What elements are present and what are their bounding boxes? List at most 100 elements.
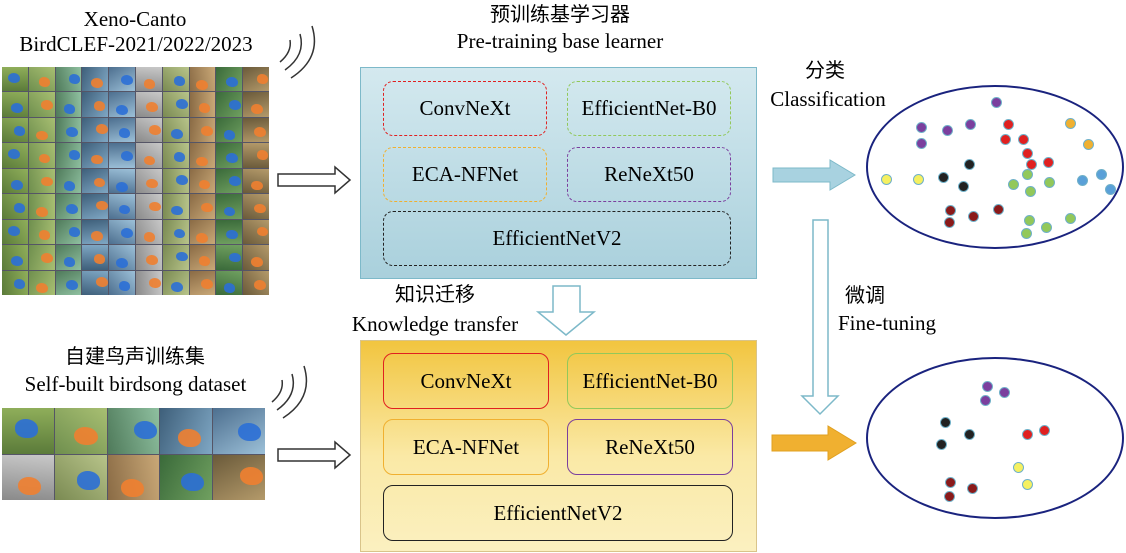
top-bird-thumbnail [135, 67, 162, 92]
cluster-point [945, 205, 956, 216]
classification-label-en: Classification [770, 87, 886, 111]
top-bird-thumbnail [243, 219, 269, 245]
top-bird-thumbnail [189, 143, 216, 168]
bird-image-grid-top [2, 67, 269, 295]
model-efficientnet-b0-pretrain: EfficientNet-B0 [567, 81, 731, 136]
top-bird-thumbnail [216, 245, 243, 270]
top-bird-thumbnail [216, 117, 243, 143]
transfer-label-zh: 知识迁移 [395, 282, 475, 306]
bottom-bird-thumbnail [107, 454, 160, 500]
top-bird-thumbnail [243, 168, 269, 194]
top-bird-thumbnail [82, 67, 109, 92]
top-bird-thumbnail [82, 143, 109, 168]
cluster-point [982, 381, 993, 392]
top-bird-thumbnail [109, 168, 135, 194]
pretrain-title-zh: 预训练基学习器 [490, 2, 630, 26]
cluster-point [1043, 157, 1054, 168]
top-bird-thumbnail [162, 143, 189, 168]
model-eca-nfnet-pretrain: ECA-NFNet [383, 147, 547, 202]
cluster-point [936, 439, 947, 450]
top-bird-thumbnail [135, 92, 162, 117]
cluster-point [1105, 184, 1116, 195]
top-bird-thumbnail [189, 168, 216, 194]
top-bird-thumbnail [109, 92, 135, 117]
top-bird-thumbnail [189, 67, 216, 92]
top-bird-thumbnail [55, 270, 82, 295]
top-bird-thumbnail [109, 67, 135, 92]
cluster-point [993, 204, 1004, 215]
top-bird-thumbnail [109, 117, 135, 143]
cluster-point [1008, 179, 1019, 190]
top-bird-thumbnail [55, 194, 82, 219]
finetune-label-zh: 微调 [845, 283, 885, 307]
top-bird-thumbnail [189, 219, 216, 245]
source-top-line2: BirdCLEF-2021/2022/2023 [19, 32, 253, 56]
cluster-point [1044, 177, 1055, 188]
sound-wave-icon-top [279, 25, 316, 79]
top-bird-thumbnail [189, 117, 216, 143]
top-bird-thumbnail [162, 219, 189, 245]
finetune-output-arrow [771, 425, 857, 461]
bottom-bird-thumbnail [160, 454, 213, 500]
classification-label-zh: 分类 [805, 58, 845, 82]
model-efficientnetv2-pretrain: EfficientNetV2 [383, 211, 731, 266]
input-arrow-top [277, 165, 352, 195]
cluster-point [1041, 222, 1052, 233]
cluster-point [1022, 169, 1033, 180]
top-bird-thumbnail [2, 194, 28, 219]
pretrain-title-en: Pre-training base learner [456, 29, 664, 53]
bottom-bird-thumbnail [213, 408, 265, 454]
cluster-point [1077, 175, 1088, 186]
classification-arrow [772, 159, 856, 191]
cluster-point [999, 387, 1010, 398]
cluster-point [1024, 215, 1035, 226]
bottom-bird-thumbnail [2, 454, 54, 500]
top-bird-thumbnail [135, 143, 162, 168]
cluster-point [1021, 228, 1032, 239]
transfer-label-en: Knowledge transfer [351, 312, 519, 336]
model-renext50-pretrain: ReNeXt50 [567, 147, 731, 202]
pretrain-panel: ConvNeXt EfficientNet-B0 ECA-NFNet ReNeX… [360, 67, 757, 279]
top-bird-thumbnail [2, 92, 28, 117]
fine-tuning-arrow [800, 219, 840, 416]
top-bird-thumbnail [28, 194, 55, 219]
top-bird-thumbnail [243, 245, 269, 270]
top-bird-thumbnail [135, 219, 162, 245]
cluster-point [1065, 118, 1076, 129]
top-bird-thumbnail [162, 168, 189, 194]
top-bird-thumbnail [28, 219, 55, 245]
model-efficientnet-b0-finetune: EfficientNet-B0 [567, 353, 733, 409]
cluster-point [991, 97, 1002, 108]
cluster-point [1018, 134, 1029, 145]
top-bird-thumbnail [82, 92, 109, 117]
cluster-point [944, 217, 955, 228]
model-efficientnetv2-finetune: EfficientNetV2 [383, 485, 733, 541]
model-eca-nfnet-finetune: ECA-NFNet [383, 419, 549, 475]
top-bird-thumbnail [82, 194, 109, 219]
top-bird-thumbnail [2, 168, 28, 194]
top-bird-thumbnail [28, 245, 55, 270]
source-bottom-en: Self-built birdsong dataset [24, 372, 247, 396]
cluster-point [1083, 139, 1094, 150]
top-bird-thumbnail [28, 270, 55, 295]
cluster-point [967, 483, 978, 494]
cluster-point [942, 125, 953, 136]
cluster-point [1065, 213, 1076, 224]
top-bird-thumbnail [243, 194, 269, 219]
bottom-bird-thumbnail [213, 454, 265, 500]
top-bird-thumbnail [82, 219, 109, 245]
top-bird-thumbnail [135, 168, 162, 194]
cluster-point [913, 174, 924, 185]
input-arrow-bottom [277, 440, 352, 470]
top-bird-thumbnail [216, 143, 243, 168]
bottom-bird-thumbnail [54, 454, 107, 500]
top-bird-thumbnail [189, 245, 216, 270]
top-bird-thumbnail [2, 270, 28, 295]
knowledge-transfer-arrow [535, 285, 597, 336]
model-renext50-finetune: ReNeXt50 [567, 419, 733, 475]
cluster-point [945, 477, 956, 488]
cluster-point [968, 211, 979, 222]
finetune-label-en: Fine-tuning [838, 311, 936, 335]
top-bird-thumbnail [28, 168, 55, 194]
